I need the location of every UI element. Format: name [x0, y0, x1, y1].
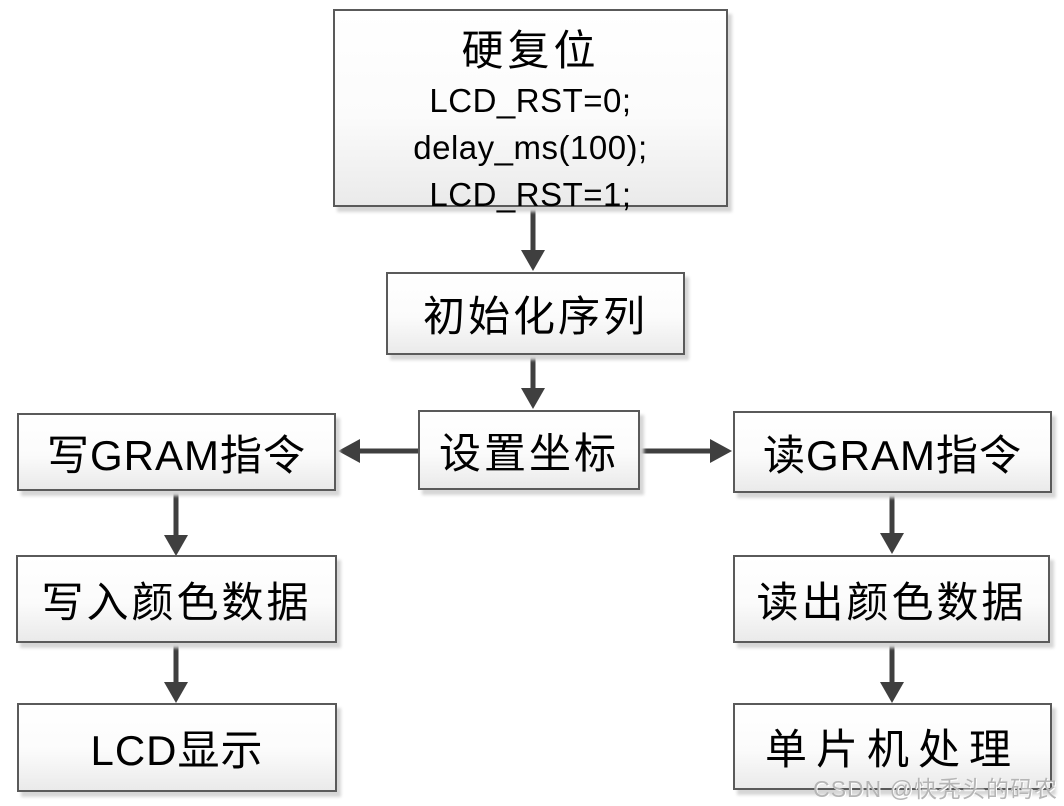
node-hard-reset: 硬复位 LCD_RST=0; delay_ms(100); LCD_RST=1; — [333, 9, 728, 213]
arrow-set-coordinates-to-read-gram — [638, 439, 732, 463]
arrow-read-gram-to-read-color — [880, 491, 904, 554]
arrow-init-sequence-to-set-coordinates — [521, 353, 545, 409]
node-set-coordinates: 设置坐标 — [418, 410, 640, 490]
arrow-read-color-to-mcu — [880, 641, 904, 703]
arrow-write-gram-to-write-color — [164, 489, 188, 556]
arrow-write-color-to-lcd-display — [164, 641, 188, 703]
node-hard-reset-title: 硬复位 — [461, 27, 600, 74]
node-init-sequence: 初始化序列 — [386, 272, 685, 355]
node-mcu-processing: 单片机处理 — [733, 703, 1052, 790]
arrow-hard-reset-to-init-sequence — [521, 205, 545, 271]
node-lcd-display: LCD显示 — [17, 703, 337, 792]
node-write-gram-command: 写GRAM指令 — [17, 413, 336, 491]
csdn-watermark: CSDN @快秃头的码农 — [813, 776, 1058, 802]
code-line-lcd-rst-0: LCD_RST=0; — [429, 82, 632, 119]
code-line-lcd-rst-1: LCD_RST=1; — [429, 176, 632, 213]
code-line-delay-ms: delay_ms(100); — [413, 129, 648, 166]
arrow-set-coordinates-to-write-gram — [338, 439, 420, 463]
node-read-color-data: 读出颜色数据 — [733, 555, 1050, 643]
node-read-gram-command: 读GRAM指令 — [733, 411, 1052, 493]
node-write-color-data: 写入颜色数据 — [16, 555, 337, 643]
